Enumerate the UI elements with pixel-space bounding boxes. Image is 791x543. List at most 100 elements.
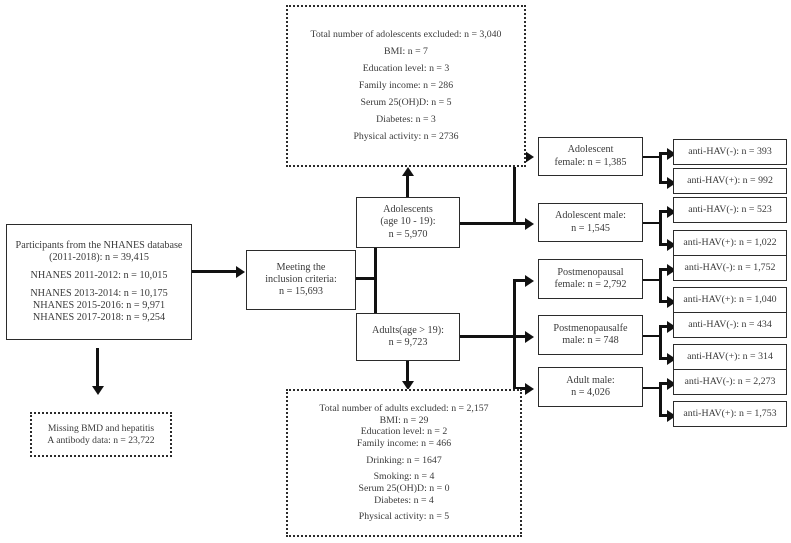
connector-adolescent-female-riser bbox=[659, 152, 662, 184]
anti-hav-label: anti-HAV(-): n = 2,273 bbox=[684, 376, 776, 388]
source-line-6: NHANES 2017-2018: n = 9,254 bbox=[32, 311, 166, 323]
connector-adult-male-stem bbox=[643, 387, 661, 389]
inclusion-line-1: Meeting the bbox=[276, 261, 326, 273]
connector-adolescent-male-to-pos bbox=[659, 243, 669, 246]
anti-hav-box-pm-female-positive: anti-HAV(+): n = 1,040 bbox=[673, 287, 787, 313]
adolescent-exclusion-box: Total number of adolescents excluded: n … bbox=[286, 5, 526, 167]
adults-line-2: n = 9,723 bbox=[388, 337, 428, 348]
connector-adolescents-to-exclusion bbox=[406, 176, 409, 198]
category-box-adult-male: Adult male: n = 4,026 bbox=[538, 367, 643, 407]
anti-hav-label: anti-HAV(-): n = 393 bbox=[688, 146, 772, 158]
adult-exclusion-diabetes: Diabetes: n = 4 bbox=[374, 494, 434, 506]
arrowhead-adults-to-exclusion bbox=[401, 381, 414, 390]
missing-data-box: Missing BMD and hepatitis A antibody dat… bbox=[30, 412, 172, 457]
arrowhead-adolescent-male-neg bbox=[667, 205, 676, 218]
anti-hav-label: anti-HAV(-): n = 523 bbox=[688, 204, 772, 216]
arrowhead-adolescent-female-neg bbox=[667, 147, 676, 160]
connector-adolescents-stem bbox=[460, 222, 515, 225]
adult-exclusion-education: Education level: n = 2 bbox=[360, 426, 448, 438]
arrowhead-adolescents-to-male bbox=[525, 217, 534, 230]
connector-adolescent-male-to-neg bbox=[659, 210, 669, 213]
connector-inclusion-riser bbox=[374, 222, 377, 340]
adolescents-line-2: (age 10 - 19): bbox=[380, 216, 436, 228]
anti-hav-label: anti-HAV(+): n = 992 bbox=[687, 175, 773, 187]
connector-pm-male-to-neg bbox=[659, 325, 669, 328]
anti-hav-box-pm-female-negative: anti-HAV(-): n = 1,752 bbox=[673, 255, 787, 281]
adults-box: Adults(age > 19): n = 9,723 bbox=[356, 313, 460, 361]
category-line-1: Adolescent male: bbox=[554, 210, 626, 222]
source-line-2: (2011-2018): n = 39,415 bbox=[49, 252, 149, 264]
anti-hav-box-pm-male-negative: anti-HAV(-): n = 434 bbox=[673, 312, 787, 338]
category-box-postmenopausal-male: Postmenopausalfe male: n = 748 bbox=[538, 315, 643, 355]
adolescent-exclusion-education: Education level: n = 3 bbox=[362, 63, 450, 75]
category-line-2: male: n = 748 bbox=[562, 335, 619, 346]
adult-exclusion-drinking: Drinking: n = 1647 bbox=[366, 454, 442, 466]
adolescent-exclusion-activity: Physical activity: n = 2736 bbox=[353, 130, 459, 142]
connector-adults-to-pm-female bbox=[513, 279, 527, 282]
connector-adolescent-male-riser bbox=[659, 210, 662, 246]
category-line-2: female: n = 1,385 bbox=[554, 156, 627, 168]
connector-pm-male-riser bbox=[659, 325, 662, 360]
connector-adults-stem bbox=[460, 335, 515, 338]
arrowhead-adults-to-adult-male bbox=[525, 382, 534, 395]
category-box-adolescent-female: Adolescent female: n = 1,385 bbox=[538, 137, 643, 176]
connector-adult-male-to-pos bbox=[659, 414, 669, 417]
category-line-1: Postmenopausalfe bbox=[553, 322, 628, 334]
connector-source-to-missing bbox=[96, 348, 99, 386]
connector-adults-riser bbox=[513, 279, 516, 389]
adults-line-1: Adults(age > 19): bbox=[372, 324, 444, 336]
anti-hav-box-adolescent-female-positive: anti-HAV(+): n = 992 bbox=[673, 168, 787, 194]
adolescent-exclusion-serum: Serum 25(OH)D: n = 5 bbox=[360, 97, 452, 109]
connector-adults-to-exclusion bbox=[406, 361, 409, 381]
adolescent-exclusion-diabetes: Diabetes: n = 3 bbox=[376, 114, 436, 126]
connector-adolescent-female-to-pos bbox=[659, 181, 669, 184]
anti-hav-label: anti-HAV(+): n = 1,022 bbox=[683, 237, 777, 249]
connector-pm-female-riser bbox=[659, 268, 662, 303]
anti-hav-box-pm-male-positive: anti-HAV(+): n = 314 bbox=[673, 344, 787, 370]
anti-hav-box-adult-male-negative: anti-HAV(-): n = 2,273 bbox=[673, 369, 787, 395]
source-line-4: NHANES 2013-2014: n = 10,175 bbox=[30, 287, 168, 299]
arrowhead-adult-male-neg bbox=[667, 377, 676, 390]
anti-hav-label: anti-HAV(+): n = 1,753 bbox=[683, 408, 777, 420]
arrowhead-adults-to-pm-female bbox=[525, 274, 534, 287]
connector-adolescents-to-male bbox=[513, 222, 527, 225]
missing-line-1: Missing BMD and hepatitis bbox=[47, 423, 155, 435]
arrowhead-adults-to-pm-male bbox=[525, 330, 534, 343]
inclusion-criteria-box: Meeting the inclusion criteria: n = 15,6… bbox=[246, 250, 356, 310]
connector-adolescent-female-to-neg bbox=[659, 152, 669, 155]
adolescents-line-1: Adolescents bbox=[383, 204, 433, 216]
source-participants-box: Participants from the NHANES database (2… bbox=[6, 224, 192, 340]
connector-adults-to-adult-male bbox=[513, 387, 527, 390]
inclusion-line-2: inclusion criteria: bbox=[265, 273, 337, 285]
category-box-adolescent-male: Adolescent male: n = 1,545 bbox=[538, 203, 643, 242]
adult-exclusion-box: Total number of adults excluded: n = 2,1… bbox=[286, 389, 522, 537]
adult-exclusion-activity: Physical activity: n = 5 bbox=[358, 511, 450, 523]
arrowhead-adolescent-female-pos bbox=[667, 176, 676, 189]
missing-line-2: A antibody data: n = 23,722 bbox=[47, 434, 155, 446]
arrowhead-adolescents-to-female bbox=[525, 150, 534, 163]
anti-hav-label: anti-HAV(+): n = 1,040 bbox=[683, 294, 777, 306]
arrowhead-pm-male-neg bbox=[667, 320, 676, 333]
category-line-1: Adolescent bbox=[567, 144, 614, 156]
arrowhead-adult-male-pos bbox=[667, 409, 676, 422]
connector-adults-to-pm-male bbox=[513, 335, 527, 338]
arrowhead-source-to-missing bbox=[91, 386, 104, 395]
anti-hav-box-adolescent-male-positive: anti-HAV(+): n = 1,022 bbox=[673, 230, 787, 256]
category-box-postmenopausal-female: Postmenopausal female: n = 2,792 bbox=[538, 259, 643, 299]
source-line-3: NHANES 2011-2012: n = 10,015 bbox=[30, 269, 168, 281]
category-line-2: n = 1,545 bbox=[571, 222, 610, 234]
arrowhead-pm-female-neg bbox=[667, 263, 676, 276]
connector-adolescent-male-stem bbox=[643, 222, 661, 224]
adult-exclusion-income: Family income: n = 466 bbox=[356, 437, 452, 449]
adolescent-exclusion-bmi: BMI: n = 7 bbox=[384, 46, 428, 58]
category-line-2: n = 4,026 bbox=[571, 387, 610, 398]
connector-adult-male-riser bbox=[659, 382, 662, 417]
connector-inclusion-stem bbox=[356, 277, 376, 280]
adult-exclusion-bmi: BMI: n = 29 bbox=[379, 414, 429, 426]
arrowhead-pm-female-pos bbox=[667, 295, 676, 308]
category-line-2: female: n = 2,792 bbox=[554, 279, 627, 290]
arrowhead-pm-male-pos bbox=[667, 352, 676, 365]
connector-pm-male-to-pos bbox=[659, 357, 669, 360]
anti-hav-box-adult-male-positive: anti-HAV(+): n = 1,753 bbox=[673, 401, 787, 427]
